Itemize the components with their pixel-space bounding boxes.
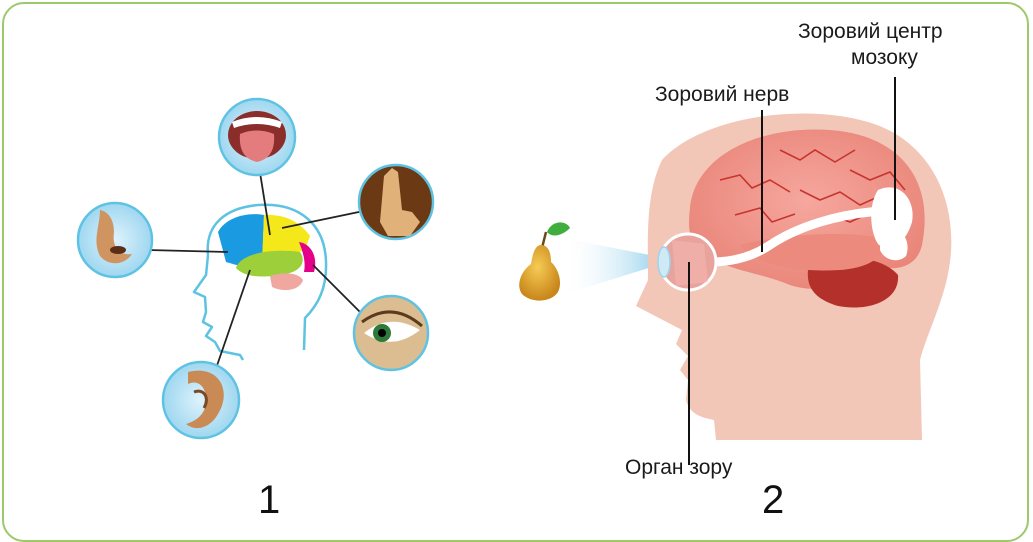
optic-nerve-label: Зоровий нерв (655, 83, 789, 107)
eye-icon (354, 296, 428, 370)
ear-icon (163, 362, 239, 438)
visual-center-label-line1: Зоровий центр (798, 20, 943, 44)
figure-1-senses (78, 99, 433, 438)
light-beam (562, 238, 655, 295)
visual-center-label-line2: мозоку (851, 46, 918, 70)
brain-region-pink (270, 273, 303, 290)
figure-2-vision (519, 77, 951, 465)
figure-1-number: 1 (258, 480, 280, 520)
eyeball (658, 234, 716, 290)
illustration-canvas (0, 0, 1033, 521)
nose-icon (78, 203, 152, 277)
figure-2-number: 2 (762, 480, 784, 520)
tongue-icon (219, 99, 295, 175)
finger-icon (359, 165, 433, 239)
organ-of-vision-label: Орган зору (625, 456, 732, 480)
